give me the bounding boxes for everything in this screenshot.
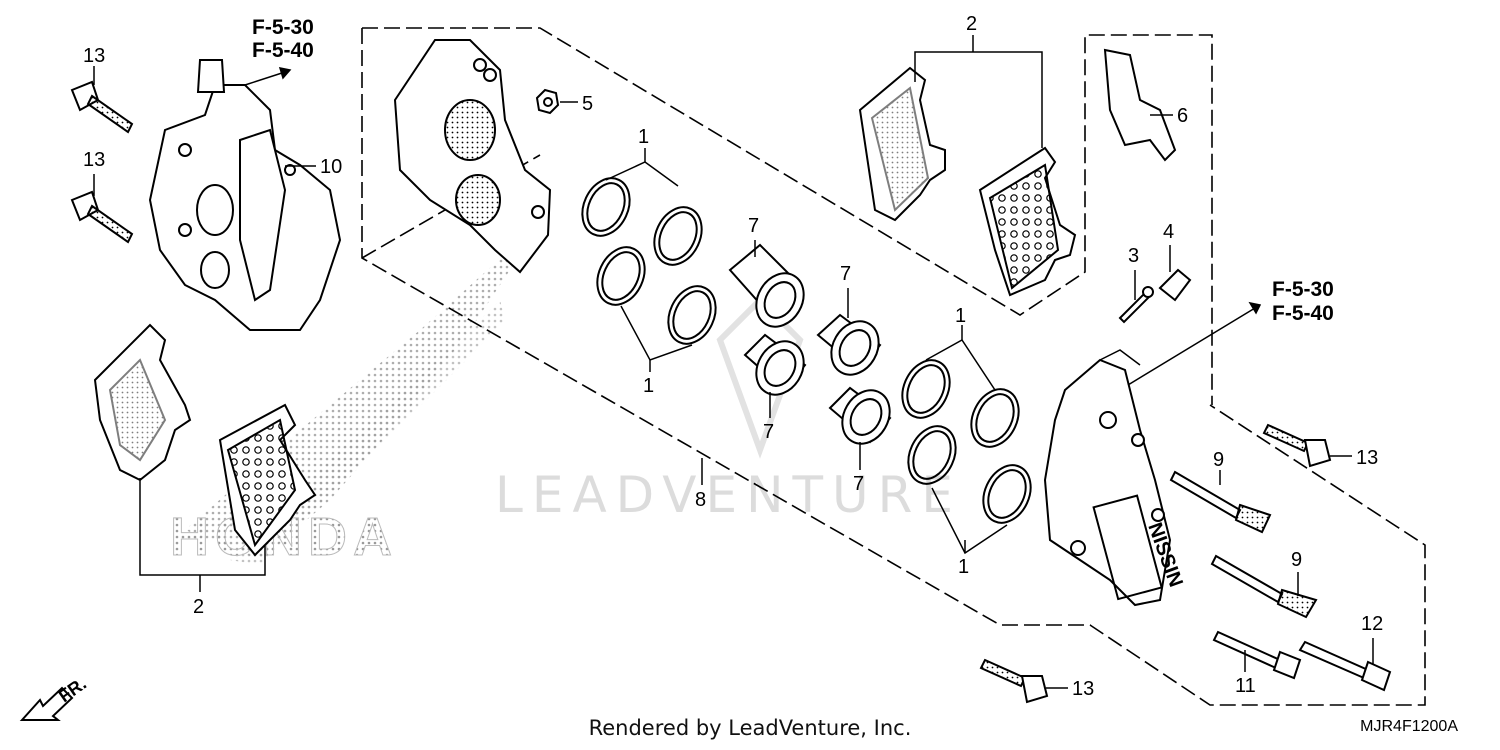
callout-1-c[interactable]: 1 <box>955 305 966 327</box>
leadventure-watermark-text: LEADVENTURE <box>495 466 962 524</box>
callout-4[interactable]: 4 <box>1163 221 1174 243</box>
upper-pad-outer <box>978 146 1077 297</box>
callout-13-d[interactable]: 13 <box>1072 678 1094 700</box>
caliper-bolt-12 <box>1298 640 1392 692</box>
upper-pad-inner <box>858 66 946 222</box>
callout-13-b[interactable]: 13 <box>83 149 105 171</box>
callout-3[interactable]: 3 <box>1128 245 1139 267</box>
left-pad-inner <box>93 323 192 482</box>
callout-7-b[interactable]: 7 <box>763 421 774 443</box>
piston-seals-left-group <box>581 177 717 345</box>
callout-7-c[interactable]: 7 <box>840 263 851 285</box>
pad-pin-9-lower <box>1210 554 1318 619</box>
leadventure-watermark: LEADVENTURE <box>495 295 962 524</box>
rendered-by-credit: Rendered by LeadVenture, Inc. <box>588 716 912 740</box>
caliper-body-half <box>393 39 552 274</box>
left-pad-outer <box>218 403 317 557</box>
ref-left-line1: F-5-30 <box>252 16 314 39</box>
callout-8[interactable]: 8 <box>695 489 706 511</box>
left-caliper-assembly <box>148 59 342 331</box>
callout-10[interactable]: 10 <box>320 156 342 178</box>
diagram-code: MJR4F1200A <box>1360 718 1458 735</box>
bleeder-cap-4 <box>1158 268 1192 302</box>
ref-right-line2: F-5-40 <box>1272 302 1334 325</box>
callout-1-a[interactable]: 1 <box>638 126 649 148</box>
callout-7-a[interactable]: 7 <box>748 215 759 237</box>
callout-13-a[interactable]: 13 <box>83 45 105 67</box>
bleeder-valve-3 <box>1118 286 1154 324</box>
callout-2-a[interactable]: 2 <box>193 596 204 618</box>
ref-left-line2: F-5-40 <box>252 39 314 62</box>
nut-5 <box>535 88 560 115</box>
pistons <box>728 243 892 445</box>
callout-5[interactable]: 5 <box>582 93 593 115</box>
bolt-13-right-upper <box>1262 423 1332 468</box>
callout-9-b[interactable]: 9 <box>1291 549 1302 571</box>
leader-lines <box>93 35 1374 689</box>
front-direction-arrow: FR. <box>19 673 90 721</box>
bolt-13-right-lower <box>979 658 1049 704</box>
caliper-bolt-11 <box>1212 630 1302 680</box>
callout-1-d[interactable]: 1 <box>958 556 969 578</box>
callout-6[interactable]: 6 <box>1177 105 1188 127</box>
pad-pin-9-upper <box>1169 470 1272 534</box>
callout-9-a[interactable]: 9 <box>1213 449 1224 471</box>
pad-spring-6 <box>1103 48 1177 162</box>
piston-seals-right-group <box>901 359 1032 524</box>
callout-2-b[interactable]: 2 <box>966 13 977 35</box>
right-caliper-half: NISSIN <box>1043 358 1187 607</box>
callout-7-d[interactable]: 7 <box>853 473 864 495</box>
callout-1-b[interactable]: 1 <box>643 375 654 397</box>
bolt-13-lower-left <box>70 190 134 244</box>
ref-right-line1: F-5-30 <box>1272 278 1334 301</box>
callout-11[interactable]: 11 <box>1235 675 1256 697</box>
callout-13-c[interactable]: 13 <box>1356 447 1378 469</box>
callout-12[interactable]: 12 <box>1361 613 1383 635</box>
bolt-13-upper-left <box>70 80 134 134</box>
